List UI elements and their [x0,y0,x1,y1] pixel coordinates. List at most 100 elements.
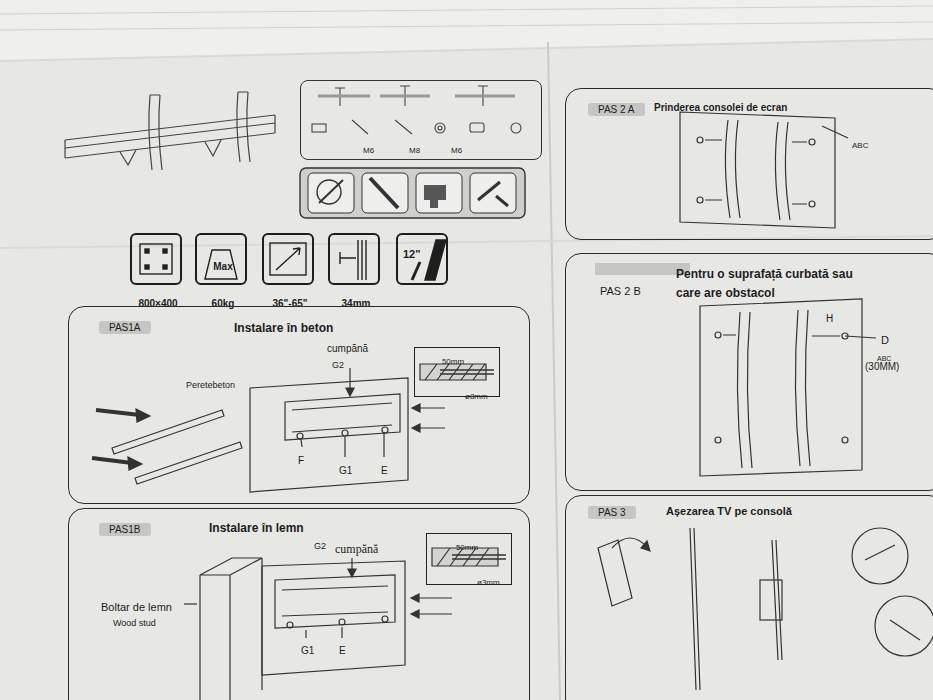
dimension: ø3mm [477,578,500,587]
text-holder: ø3mm [477,571,500,589]
part-letter: F [297,455,305,466]
part-letter: H [825,313,834,324]
pas1a-art [292,403,392,432]
stud-label: Boltar de lemn [100,601,173,613]
pas2b-art [595,263,876,476]
pas1a-art [285,394,400,440]
tools-strip [370,178,398,208]
text-holder: ABC [851,134,869,152]
text-holder: Pentru o suprafață curbată sau care are … [676,263,866,301]
drill-detail: 50mmø8mm [414,347,500,397]
tools-strip [308,173,354,213]
tools-strip [300,168,525,218]
text-holder: 800×400 [138,293,177,311]
text-holder: PAS1A [99,317,151,335]
mount-overview [65,92,275,170]
spec-value: 34mm [342,298,371,309]
pas1b-art [275,575,395,628]
tools-strip [319,180,343,203]
text-holder: ø8mm [465,385,488,403]
pas2a-art [809,139,815,145]
parts-drawing [470,123,484,132]
text-holder: PAS 3 [588,502,636,520]
step-heading: Instalare în beton [234,321,333,335]
dimension: ø8mm [465,392,488,401]
text-holder: 36"-65" [272,293,307,311]
pas1a-art [92,364,494,492]
pas1a-art [128,457,142,470]
pas3-art [598,540,632,606]
parts-drawing [318,95,515,98]
pas1a-art [135,442,242,484]
pas2a-art [697,137,703,143]
pas2a-art [809,201,815,207]
text-holder: G1 [300,640,315,658]
tools-strip [424,185,446,208]
text-holder: cumpănă [326,338,369,356]
spec-value: 800×400 [138,298,177,309]
parts-drawing [312,124,326,132]
text-holder: 34mm [342,293,371,311]
pas1b-art [262,561,405,675]
level-label: cumpănă [334,542,379,556]
pas3-art [865,545,920,640]
text-holder: 60kg [212,293,235,311]
pas1a-art [136,409,150,422]
mount-overview [237,92,250,162]
spec-icon: 800×400 [130,233,182,285]
pas1a-art [346,388,354,396]
step-heading: Instalare în lemn [209,521,304,535]
pas1b-art [414,598,452,614]
pas2a-art [822,126,848,138]
mount-overview [65,115,275,158]
pas1b-art [452,555,506,559]
text-holder: 50mm [442,350,464,368]
pas1b-art [282,586,388,616]
spec-icons-art [145,265,149,269]
parts-drawing [312,86,521,134]
pas2a-art [775,122,790,220]
part-size: M6 [363,146,374,155]
spec-icons-art [276,248,300,270]
pas3-art [641,541,650,551]
pas1b-art [348,569,356,577]
pas3-art [760,580,782,620]
pas2b-art [845,336,876,338]
mount-overview [149,95,162,170]
pas2a-art [680,112,848,228]
parts-drawing [438,126,442,130]
tools-strip [478,182,508,206]
pas1b-art [200,558,262,700]
part-size: M6 [451,146,462,155]
spec-icons-art [140,240,446,280]
parts-drawing [435,123,445,133]
pas2b-art [715,437,721,443]
text-holder: E [380,460,389,478]
step-panel: PAS 2 BPentru o suprafață curbată sau ca… [565,253,933,491]
text-holder: M8 [409,139,420,157]
pas2b-art [795,310,810,466]
text-holder: Wood stud [112,612,157,630]
tools-strip [470,173,516,213]
spec-value: 36"-65" [272,298,307,309]
text-holder: Peretebeton [185,374,236,392]
mount-overview [120,140,221,165]
text-holder: 12" [403,244,420,262]
pas1b-art [411,594,419,618]
text-holder: Max [213,256,232,274]
wall-label: Peretebeton [185,380,236,390]
dimension: 50mm [442,357,464,366]
part-letter: G2 [331,360,345,370]
pas1b-art [382,616,388,622]
part-letter: E [338,645,347,656]
part-letter: G1 [338,465,353,476]
step-tag: PAS 2 A [588,103,645,116]
text-holder: Așezarea TV pe consolă [666,501,792,519]
pas2b-art [595,263,690,275]
text-holder: F [297,450,305,468]
spec-icons-art [425,240,446,280]
pas3-art [852,528,908,584]
